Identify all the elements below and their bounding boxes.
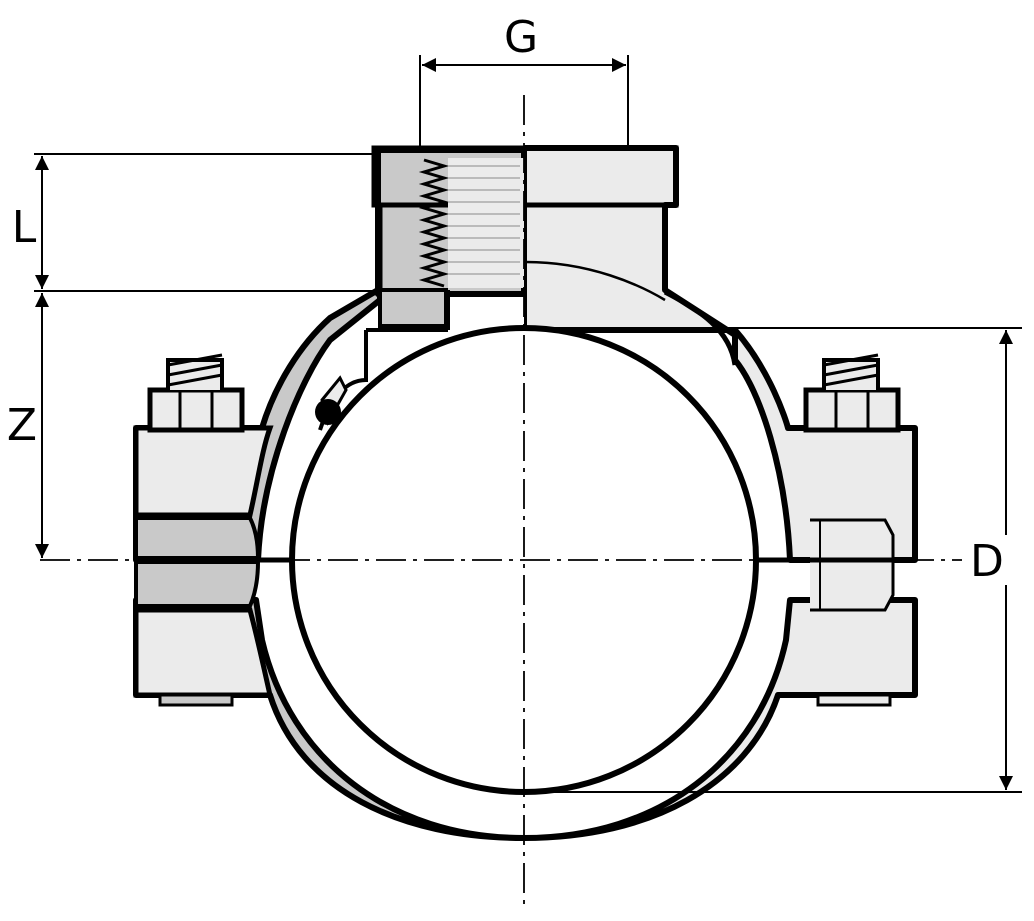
dimension-z: Z (7, 293, 49, 558)
left-bolt (147, 353, 245, 707)
internal-thread (418, 158, 450, 288)
dimension-label-z: Z (7, 400, 37, 451)
right-flange (810, 518, 895, 612)
o-ring-seal (315, 375, 348, 426)
dimension-d: D (524, 327, 1022, 793)
dimension-l: L (12, 153, 380, 292)
right-bolt (803, 353, 901, 707)
dimension-label-g: G (504, 12, 538, 63)
dimension-g: G (419, 12, 629, 148)
dimension-label-l: L (12, 202, 37, 253)
dimension-label-d: D (970, 536, 1004, 587)
